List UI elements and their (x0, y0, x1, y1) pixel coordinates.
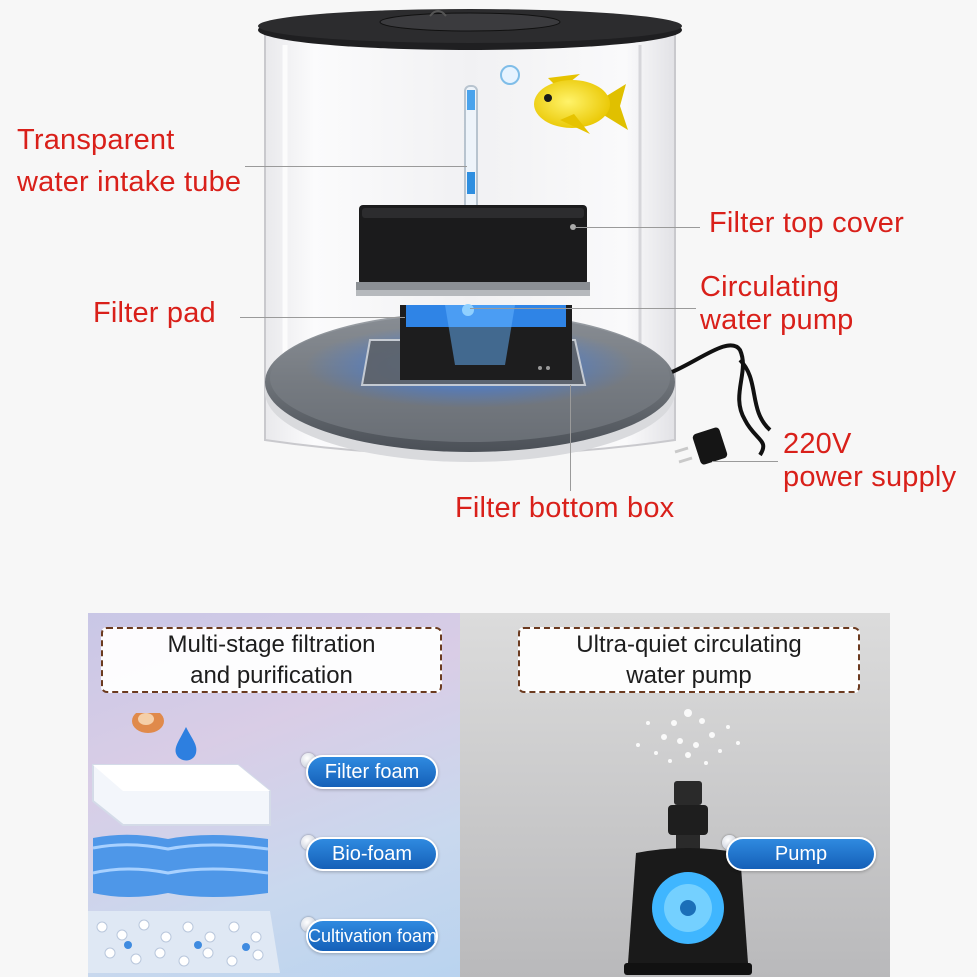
pump-tag: Pump (726, 837, 876, 871)
intake-tube (464, 85, 478, 222)
bubble (500, 65, 520, 85)
filtration-panel: Multi-stage filtration and purification … (88, 613, 460, 977)
filter-foam-tag: Filter foam (306, 755, 438, 789)
leader-filter-pad (240, 317, 405, 318)
water-drop-icon (175, 727, 197, 761)
pump-housing (400, 304, 572, 380)
leader-pump (470, 308, 696, 309)
pump-illustration (624, 709, 752, 975)
filtration-heading: Multi-stage filtration and purification (101, 627, 442, 693)
foam-layers (88, 713, 280, 973)
label-filter-pad: Filter pad (93, 297, 216, 329)
bio-foam-tag: Bio-foam (306, 837, 438, 871)
leader-bottom-box (570, 385, 571, 491)
power-cord (671, 343, 772, 465)
label-intake-tube: Transparent water intake tube (17, 124, 242, 198)
label-filter-top-cover: Filter top cover (709, 207, 904, 239)
yellow-fish (534, 74, 628, 134)
label-filter-bottom-box: Filter bottom box (455, 492, 675, 524)
pump-panel: Ultra-quiet circulating water pump Pump (460, 613, 890, 977)
pump-heading: Ultra-quiet circulating water pump (518, 627, 860, 693)
cultivation-foam-tag: Cultivation foam (306, 919, 438, 953)
label-power-supply: 220V power supply (783, 428, 957, 493)
tank-lid (258, 9, 682, 50)
leader-power (712, 461, 778, 462)
label-circulating-pump: Circulating water pump (700, 271, 854, 336)
leader-top-cover (576, 227, 700, 228)
water-spray (636, 709, 740, 765)
filter-top-cover (356, 205, 590, 296)
leader-intake (245, 166, 467, 167)
